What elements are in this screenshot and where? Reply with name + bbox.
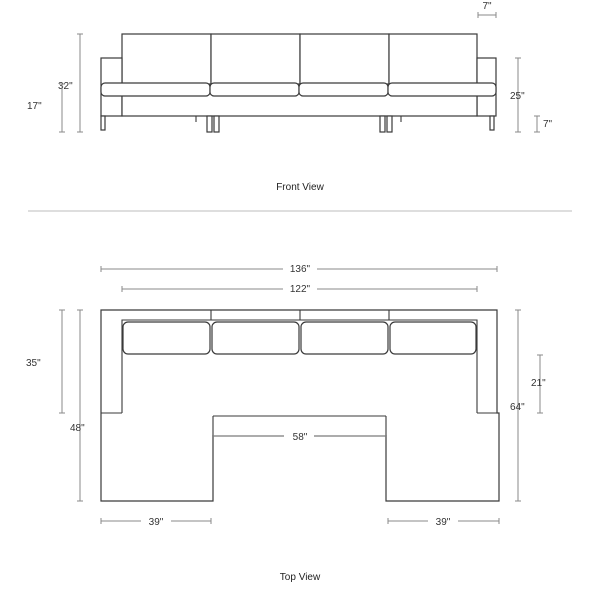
dim-overall-width-label: 136": [290, 264, 311, 275]
dim-back-depth-label: 35": [26, 358, 41, 369]
front-leg-1: [100, 115, 106, 131]
front-leg-6: [489, 115, 495, 131]
front-leg-4: [379, 115, 386, 133]
front-view-drawing: [100, 33, 497, 133]
front-back-cushion-1: [121, 33, 212, 85]
front-back-cushion-2: [210, 33, 301, 85]
dim-arm-height-label: 25": [510, 91, 525, 102]
front-back-cushion-3: [299, 33, 390, 85]
front-leg-2: [206, 115, 213, 133]
top-view-caption: Top View: [280, 572, 321, 583]
dim-inner-width-label: 122": [290, 284, 311, 295]
dim-arm-width-label: 7": [482, 1, 492, 12]
front-seat-cushion-3: [298, 82, 389, 97]
front-leg-5: [386, 115, 393, 133]
dim-total-height-label: 32": [58, 81, 73, 92]
dim-arm-depth-label: 21": [531, 378, 546, 389]
front-view-caption: Front View: [276, 182, 324, 193]
dim-chaise-depth-label: 48": [70, 423, 85, 434]
dim-seat-height-label: 17": [27, 101, 42, 112]
top-sofa-outline: [100, 309, 500, 502]
dim-overall-depth-label: 64": [510, 402, 525, 413]
front-leg-3: [213, 115, 220, 133]
dim-opening-width-label: 58": [293, 432, 308, 443]
top-back-cushion-4: [389, 321, 477, 355]
front-seat-cushion-1: [100, 82, 211, 97]
front-seat-cushion-2: [209, 82, 300, 97]
top-view-dimensions: 136" 122" 35" 48" 21" 64" 58": [26, 262, 546, 528]
dim-leg-height-label: 7": [543, 119, 553, 130]
top-back-cushion-3: [300, 321, 389, 355]
top-view-drawing: [100, 309, 500, 502]
dim-chaise-width-left-label: 39": [149, 517, 164, 528]
front-seat-cushion-4: [387, 82, 497, 97]
top-back-cushion-2: [211, 321, 300, 355]
dim-chaise-width-right-label: 39": [436, 517, 451, 528]
top-back-cushion-1: [122, 321, 211, 355]
front-view-dimensions: 7" 32" 17" 25" 7": [27, 1, 553, 133]
front-back-cushion-4: [388, 33, 478, 85]
